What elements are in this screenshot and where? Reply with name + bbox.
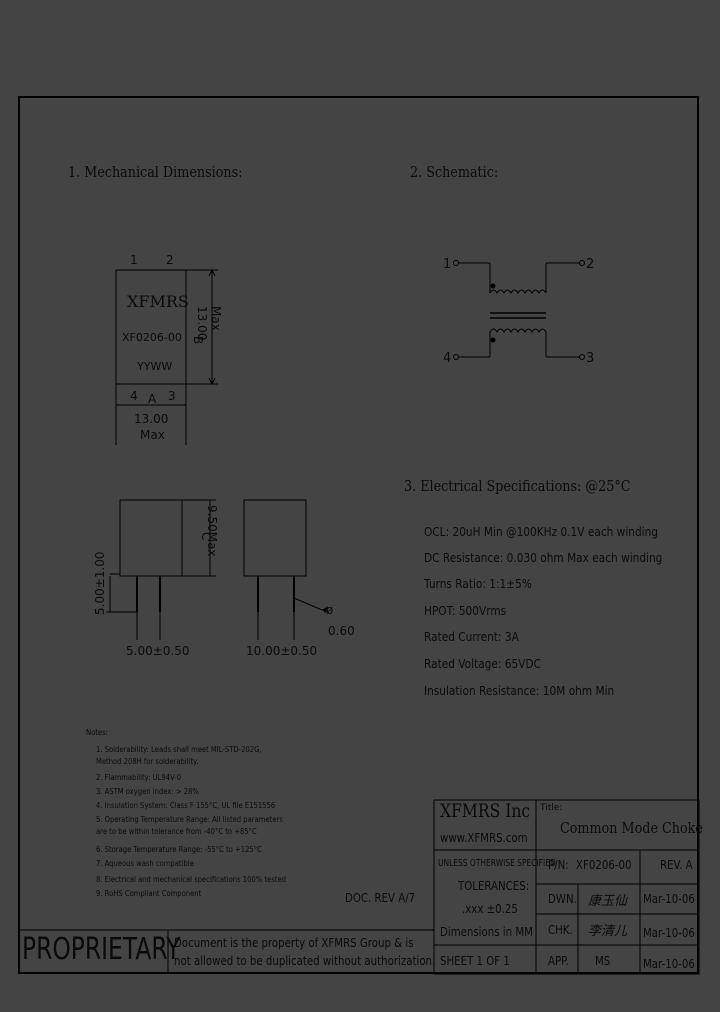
- title-label: Title:: [540, 803, 563, 813]
- schematic-pin4: 4: [443, 351, 451, 366]
- lead-length-value: 5.00±1.00: [93, 552, 107, 616]
- tolerance-note: UNLESS OTHERWISE SPECIFIED: [438, 858, 556, 869]
- schematic-pin3: 3: [586, 351, 594, 366]
- polarity-dot-top: [490, 283, 496, 289]
- top-pin1-label: 1: [130, 253, 138, 267]
- note-item: 1. Solderability: Leads shall meet MIL-S…: [96, 745, 262, 754]
- date-code-marking: YYWW: [136, 360, 172, 373]
- note-item: 4. Insulation System: Class F 155°C, UL …: [96, 801, 276, 810]
- dim-a-max: Max: [140, 428, 165, 442]
- company-name: XFMRS Inc: [440, 800, 531, 822]
- electrical-heading: 3. Electrical Specifications: @25°C: [404, 477, 631, 495]
- pitch-2-value: 10.00±0.50: [246, 644, 317, 658]
- dim-b-value: 13.00: [195, 306, 209, 340]
- note-item: 8. Electrical and mechanical specificati…: [96, 875, 286, 884]
- checked-signature: 李清儿: [588, 924, 628, 939]
- dim-b-label: B: [191, 336, 205, 344]
- spec-insulation: Insulation Resistance: 10M ohm Min: [424, 684, 615, 698]
- part-marking: XF0206-00: [122, 331, 182, 344]
- side-view-left-body: [119, 499, 183, 577]
- note-item: 5. Operating Temperature Range: All list…: [96, 815, 283, 824]
- checked-label: CHK.: [548, 923, 573, 937]
- spec-hipot: HPOT: 500Vrms: [424, 604, 507, 618]
- spec-turns-ratio: Turns Ratio: 1:1±5%: [424, 577, 532, 591]
- spec-ocl: OCL: 20uH Min @100KHz 0.1V each winding: [424, 525, 658, 539]
- note-item: Method 208H for solderability.: [96, 757, 199, 766]
- schematic-pin2: 2: [586, 257, 594, 272]
- dim-a-label: A: [148, 392, 157, 406]
- drawn-label: DWN.: [548, 892, 577, 906]
- lead-diameter-value: 0.60: [328, 624, 355, 638]
- mechanical-heading: 1. Mechanical Dimensions:: [68, 163, 243, 181]
- part-number: XF0206-00: [576, 858, 632, 872]
- tolerance-value: .xxx ±0.25: [462, 902, 518, 916]
- note-item: 6. Storage Temperature Range: -55°C to +…: [96, 845, 262, 854]
- approved-label: APP.: [548, 954, 569, 968]
- top-view-body: [115, 269, 187, 385]
- spec-dcr: DC Resistance: 0.030 ohm Max each windin…: [424, 551, 663, 565]
- dim-b-max: Max: [209, 306, 223, 331]
- proprietary-label: PROPRIETARY: [22, 932, 181, 967]
- approved-date: Mar-10-06: [643, 957, 695, 971]
- proprietary-line-1: Document is the property of XFMRS Group …: [174, 936, 414, 950]
- schematic-heading: 2. Schematic:: [410, 163, 499, 181]
- note-item: 3. ASTM oxygen index: > 28%: [96, 787, 199, 796]
- note-item: 9. RoHS Compliant Component: [96, 889, 202, 898]
- notes-title: Notes:: [86, 728, 108, 737]
- phi-symbol: ø: [326, 603, 333, 617]
- pn-label: P/N:: [548, 858, 569, 872]
- dimension-units: Dimensions in MM: [440, 925, 533, 939]
- proprietary-line-2: not allowed to be duplicated without aut…: [174, 954, 436, 968]
- schematic-pin1: 1: [443, 257, 451, 272]
- revision: REV. A: [660, 858, 693, 872]
- polarity-dot-bottom: [490, 337, 496, 343]
- pitch-1-value: 5.00±0.50: [126, 644, 190, 658]
- approver-name: MS: [595, 954, 611, 968]
- brand-marking: XFMRS: [127, 292, 189, 311]
- note-item: are to be within tolerance from -40°C to…: [96, 827, 257, 836]
- spec-rated-voltage: Rated Voltage: 65VDC: [424, 657, 541, 671]
- drawn-date: Mar-10-06: [643, 892, 695, 906]
- dim-c-label: C: [199, 532, 213, 540]
- dim-c-value: 9.50Max: [205, 505, 219, 557]
- drawing-sheet: [18, 96, 699, 974]
- drawing-title: Common Mode Choke: [560, 819, 703, 837]
- spec-rated-current: Rated Current: 3A: [424, 630, 519, 644]
- doc-revision: DOC. REV A/7: [345, 891, 416, 905]
- note-item: 2. Flammability: UL94V-0: [96, 773, 182, 782]
- side-view-right-body: [243, 499, 307, 577]
- top-pin4-label: 4: [130, 389, 138, 403]
- sheet-number: SHEET 1 OF 1: [440, 954, 510, 968]
- checked-date: Mar-10-06: [643, 926, 695, 940]
- dim-a-value: 13.00: [134, 412, 168, 426]
- top-pin2-label: 2: [166, 253, 174, 267]
- company-website: www.XFMRS.com: [440, 831, 528, 845]
- top-pin3-label: 3: [168, 389, 176, 403]
- note-item: 7. Aqueous wash compatible: [96, 859, 194, 868]
- tolerance-heading: TOLERANCES:: [458, 879, 530, 893]
- drawn-signature: 康玉仙: [588, 894, 628, 909]
